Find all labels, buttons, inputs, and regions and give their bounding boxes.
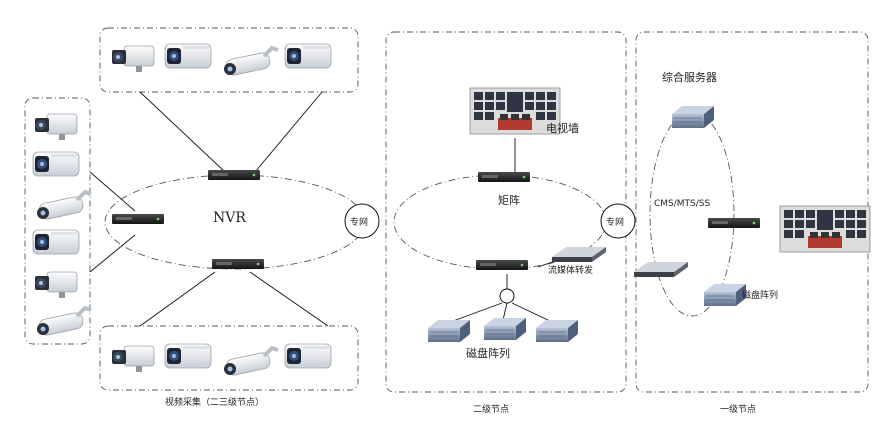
disk-array-label: 磁盘阵列 xyxy=(742,289,778,301)
stream-media-server-icon xyxy=(552,247,606,262)
nvr-device-icon xyxy=(208,170,260,180)
bullet-camera-icon xyxy=(284,43,332,69)
disk-hub xyxy=(499,288,515,304)
bullet-camera-icon xyxy=(164,343,212,369)
nvr-label: NVR xyxy=(213,210,246,226)
bullet-camera-icon xyxy=(164,43,212,69)
matrix-label: 矩阵 xyxy=(498,193,520,207)
camera-group-bottom xyxy=(99,325,359,391)
private-network-node-1 xyxy=(344,203,380,239)
box-camera-icon xyxy=(111,345,155,373)
video-wall-icon xyxy=(779,205,871,253)
cms-server-icon xyxy=(708,218,760,228)
nvr-device-icon xyxy=(212,259,264,269)
camera-group-top xyxy=(99,27,359,93)
private-network-label: 专网 xyxy=(606,216,624,228)
bullet-camera-icon xyxy=(32,229,80,255)
stream-media-nvr-icon xyxy=(476,260,528,270)
integrated-server-label: 综合服务器 xyxy=(662,70,717,84)
private-network-node-2 xyxy=(600,203,636,239)
long-bullet-camera-icon xyxy=(222,346,280,379)
connection-lines xyxy=(89,91,559,327)
box-camera-icon xyxy=(111,45,155,73)
stream-media-label: 流媒体转发 xyxy=(548,264,593,276)
caption-secondary-node: 二级节点 xyxy=(473,403,509,415)
box-camera-icon xyxy=(34,113,78,141)
disk-array-label: 磁盘阵列 xyxy=(466,346,510,360)
integrated-server-icon xyxy=(671,105,715,129)
cms-label: CMS/MTS/SS xyxy=(654,199,711,209)
caption-primary-node: 一级节点 xyxy=(720,403,756,415)
nvr-device-icon xyxy=(112,214,164,224)
video-wall-label: 电视墙 xyxy=(546,121,579,135)
bullet-camera-icon xyxy=(284,343,332,369)
primary-node-box xyxy=(635,31,869,393)
long-bullet-camera-icon xyxy=(35,190,93,223)
server-icon xyxy=(634,262,688,277)
private-network-label: 专网 xyxy=(350,216,368,228)
long-bullet-camera-icon xyxy=(222,46,280,79)
long-bullet-camera-icon xyxy=(35,306,93,339)
matrix-device-icon xyxy=(478,172,530,182)
disk-array-icon xyxy=(535,319,579,343)
camera-group-left xyxy=(24,97,91,345)
disk-array-icon xyxy=(483,317,527,341)
disk-array-icon xyxy=(703,283,747,307)
disk-array-icon xyxy=(427,319,471,343)
bullet-camera-icon xyxy=(32,151,80,177)
box-camera-icon xyxy=(34,271,78,299)
caption-video-capture: 视频采集（二三级节点） xyxy=(165,396,264,408)
